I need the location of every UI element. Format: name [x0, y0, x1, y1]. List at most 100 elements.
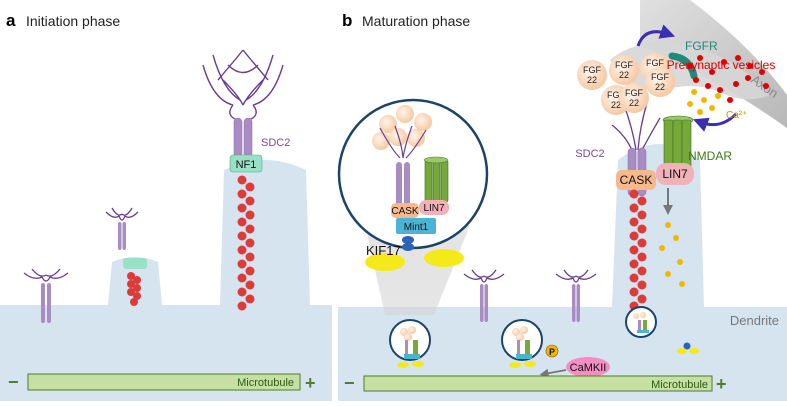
fgf22-ligand	[609, 55, 639, 85]
fgf22-label: FGF	[651, 72, 669, 82]
fgf-signal-arrow	[636, 24, 676, 47]
vesicle-dot	[763, 83, 769, 89]
spine-large-a	[220, 160, 310, 305]
calcium-dot	[691, 89, 697, 95]
plus-end-a: +	[305, 373, 316, 393]
panel-a: a Initiation phase	[0, 11, 332, 401]
microtubule-label-b: Microtubule	[651, 379, 708, 391]
actin-bead	[237, 287, 247, 297]
actin-bead	[237, 231, 247, 241]
nf1-label: NF1	[236, 159, 257, 171]
vesicle-dot	[717, 87, 723, 93]
actin-bead	[245, 252, 255, 262]
actin-bead	[237, 217, 247, 227]
actin-bead	[245, 210, 255, 220]
fgf22-label: FGF	[646, 58, 664, 68]
actin-bead	[629, 231, 639, 241]
fgf22-label: FGF	[625, 88, 643, 98]
cask-box	[616, 170, 656, 190]
actin-bead	[629, 287, 639, 297]
vesicle-dot	[727, 97, 733, 103]
minus-end-b: −	[344, 373, 355, 393]
vesicle-dot	[705, 83, 711, 89]
lin7-label: LIN7	[662, 167, 688, 181]
actin-bead	[237, 259, 247, 269]
transport-complex-3	[625, 306, 657, 338]
actin-bead	[245, 280, 255, 290]
actin-bead	[629, 259, 639, 269]
calcium-signal-arrow	[693, 112, 738, 132]
presynaptic-label-line: Presynaptic vesicles	[667, 58, 776, 72]
panel-b-title: Maturation phase	[362, 13, 470, 29]
actin-bead	[237, 301, 247, 311]
plus-end-b: +	[716, 374, 727, 394]
actin-bead	[637, 266, 647, 276]
calcium-dot	[697, 109, 703, 115]
actin-bead	[629, 245, 639, 255]
kif17-motor	[365, 236, 464, 271]
panel-a-title: Initiation phase	[26, 13, 120, 29]
actin-bead	[629, 273, 639, 283]
phosphate-icon	[545, 344, 559, 358]
actin-bead	[629, 217, 639, 227]
vesicle-dot	[709, 69, 715, 75]
sdc2-receptor	[23, 268, 69, 323]
cask-label: CASK	[620, 173, 653, 187]
actin-bead	[637, 252, 647, 262]
actin-bead	[637, 210, 647, 220]
small-cargo-shaft	[677, 342, 699, 354]
fgfr-label: FGFR	[685, 39, 718, 53]
transport-complex-2	[501, 319, 543, 368]
actin-small	[127, 272, 141, 306]
vesicle-dot	[697, 55, 703, 61]
calcium-label: Ca²⁺	[726, 110, 747, 121]
camkii-arrow	[539, 368, 567, 378]
actin-bead	[245, 196, 255, 206]
vesicle-dot	[693, 77, 699, 83]
panel-a-letter: a	[6, 11, 16, 30]
panel-b-letter: b	[342, 11, 352, 30]
mint1-label: Mint1	[404, 222, 429, 233]
phosphate-label: P	[549, 347, 555, 357]
vesicle-dot	[747, 63, 753, 69]
fgf22-ligand	[619, 83, 649, 113]
inset-lin7-label: LIN7	[423, 203, 445, 214]
actin-bead	[237, 273, 247, 283]
fgf22-ligand	[577, 60, 607, 90]
panel-b: b Maturation phase Axon Dendrite C	[337, 0, 787, 401]
inset-lin7-box	[419, 200, 449, 215]
fgf22-label: FGF	[615, 60, 633, 70]
sdc2-receptor-large	[202, 49, 284, 159]
fgf22-label: 22	[655, 82, 665, 92]
transport-cargo	[659, 222, 685, 287]
vesicle-dot	[735, 55, 741, 61]
actin-bead	[237, 245, 247, 255]
microtubule-b	[363, 375, 713, 392]
inset-cask-box	[391, 203, 419, 218]
calcium-dot	[687, 101, 693, 107]
actin-bead	[245, 224, 255, 234]
fgf22-label: 22	[611, 100, 621, 110]
nf1-small	[123, 258, 147, 269]
microtubule-label-a: Microtubule	[237, 377, 294, 389]
fgfr-receptor	[668, 52, 698, 80]
camkii-enzyme	[566, 357, 610, 377]
sdc2-receptor-shaft-1	[463, 269, 505, 322]
actin-bead	[637, 294, 647, 304]
fgf22-label: 22	[587, 75, 597, 85]
nmdar-label: NMDAR	[688, 149, 732, 163]
sdc2-label-a: SDC2	[261, 137, 290, 149]
presynaptic-vesicles	[687, 55, 769, 103]
actin-bead	[245, 266, 255, 276]
actin-bead	[637, 224, 647, 234]
calcium-dot	[701, 97, 707, 103]
calcium-ions	[687, 89, 721, 115]
actin-bead	[637, 280, 647, 290]
vesicle-dot	[745, 75, 751, 81]
kif17-label: KIF17	[366, 243, 401, 258]
fgf22-label: FGF	[607, 90, 625, 100]
actin-bead	[237, 189, 247, 199]
fgf22-ligand	[645, 67, 675, 97]
